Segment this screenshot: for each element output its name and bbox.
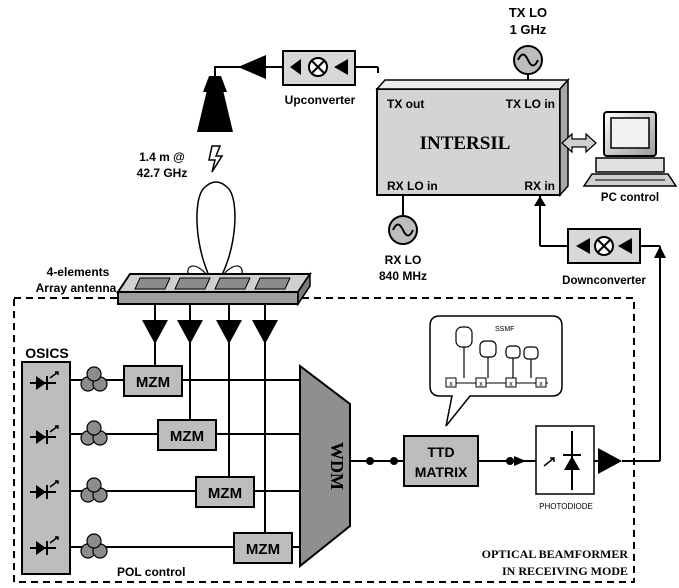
wdm-label: WDM bbox=[327, 442, 347, 490]
beam-pattern: 1.4 m @ 42.7 GHz bbox=[137, 145, 255, 289]
laser-diode-icon bbox=[30, 371, 59, 390]
amplifier-icon bbox=[216, 320, 242, 344]
array-label-line2: Array antenna bbox=[36, 281, 117, 295]
photodiode-icon bbox=[564, 456, 580, 470]
svg-text:x: x bbox=[479, 381, 483, 388]
upconverter-block: Upconverter bbox=[282, 50, 356, 107]
tx-lo-label-line2: 1 GHz bbox=[510, 22, 547, 37]
pol-controller-icon bbox=[80, 533, 108, 559]
rx-lo-in-label: RX LO in bbox=[387, 179, 438, 193]
pol-control-label: POL control bbox=[117, 565, 185, 579]
amplifier-icon bbox=[142, 320, 168, 344]
svg-text:x: x bbox=[449, 381, 453, 388]
ttd-callout: SSMF x x x x bbox=[429, 315, 563, 427]
pol-controller-icon bbox=[80, 477, 108, 503]
mzm-label: MZM bbox=[208, 485, 242, 502]
tx-feed-line bbox=[214, 66, 242, 76]
pc-computer-icon: PC control bbox=[582, 111, 678, 204]
element-amplifiers bbox=[142, 304, 278, 536]
array-label-line1: 4-elements bbox=[47, 265, 110, 279]
mzm-label: MZM bbox=[136, 374, 170, 391]
tx-amplifier-icon bbox=[238, 55, 266, 79]
upconverter-label: Upconverter bbox=[285, 93, 356, 107]
array-antenna: 4-elements Array antenna bbox=[36, 265, 312, 307]
downconverter-block: Downconverter bbox=[562, 228, 646, 287]
svg-text:x: x bbox=[539, 381, 543, 388]
tx-out-label: TX out bbox=[387, 97, 424, 111]
mzm-modulator-1: MZM bbox=[123, 365, 183, 397]
mzm-modulator-2: MZM bbox=[157, 419, 217, 451]
pol-controllers: POL control bbox=[80, 366, 185, 579]
rx-lo-oscillator: RX LO 840 MHz bbox=[379, 195, 427, 283]
laser-diode-icon bbox=[30, 425, 59, 444]
tx-lo-in-label: TX LO in bbox=[506, 97, 555, 111]
tx-lo-label-line1: TX LO bbox=[509, 5, 547, 20]
tx-lo-oscillator: TX LO 1 GHz bbox=[509, 5, 547, 90]
rx-in-label: RX in bbox=[524, 179, 555, 193]
output-amplifier-icon bbox=[598, 448, 622, 474]
osics-label: OSICS bbox=[25, 345, 69, 361]
mzm-label: MZM bbox=[246, 541, 280, 558]
beamformer-caption-line1: OPTICAL BEAMFORMER bbox=[482, 547, 629, 561]
beamformer-caption-line2: IN RECEIVING MODE bbox=[502, 564, 628, 578]
laser-diode-icon bbox=[30, 536, 59, 555]
beam-label-line2: 42.7 GHz bbox=[137, 166, 188, 180]
ttd-label-line1: TTD bbox=[427, 444, 454, 460]
downconverter-label: Downconverter bbox=[562, 275, 646, 287]
svg-text:x: x bbox=[509, 381, 513, 388]
mzm-modulator-4: MZM bbox=[233, 532, 293, 564]
pc-control-label: PC control bbox=[601, 192, 659, 204]
laser-diode-icon bbox=[30, 480, 59, 499]
lightning-icon bbox=[208, 145, 224, 173]
amplifier-icon bbox=[252, 320, 278, 344]
rx-lo-label-line1: RX LO bbox=[385, 253, 422, 267]
intersil-title: INTERSIL bbox=[420, 133, 511, 154]
mzm-modulator-3: MZM bbox=[195, 476, 255, 508]
photodiode-label: PHOTODIODE bbox=[539, 502, 593, 511]
amplifier-icon bbox=[177, 320, 203, 344]
beamformer-border bbox=[13, 297, 635, 583]
ttd-matrix: TTD MATRIX bbox=[403, 435, 479, 487]
mzm-label: MZM bbox=[170, 428, 204, 445]
horn-antenna-icon bbox=[197, 76, 233, 132]
rx-lo-label-line2: 840 MHz bbox=[379, 269, 427, 283]
ssmf-label: SSMF bbox=[495, 326, 514, 333]
ttd-label-line2: MATRIX bbox=[415, 464, 468, 480]
photodiode: PHOTODIODE bbox=[535, 425, 595, 511]
pol-controller-icon bbox=[80, 366, 108, 392]
intersil-box: INTERSIL TX out TX LO in RX LO in RX in bbox=[375, 78, 570, 197]
wdm-multiplexer: WDM bbox=[299, 363, 351, 569]
osics-laser-bank: OSICS bbox=[21, 345, 71, 575]
pc-link-arrow-icon bbox=[561, 132, 597, 154]
beam-label-line1: 1.4 m @ bbox=[139, 150, 185, 164]
pol-controller-icon bbox=[80, 420, 108, 446]
